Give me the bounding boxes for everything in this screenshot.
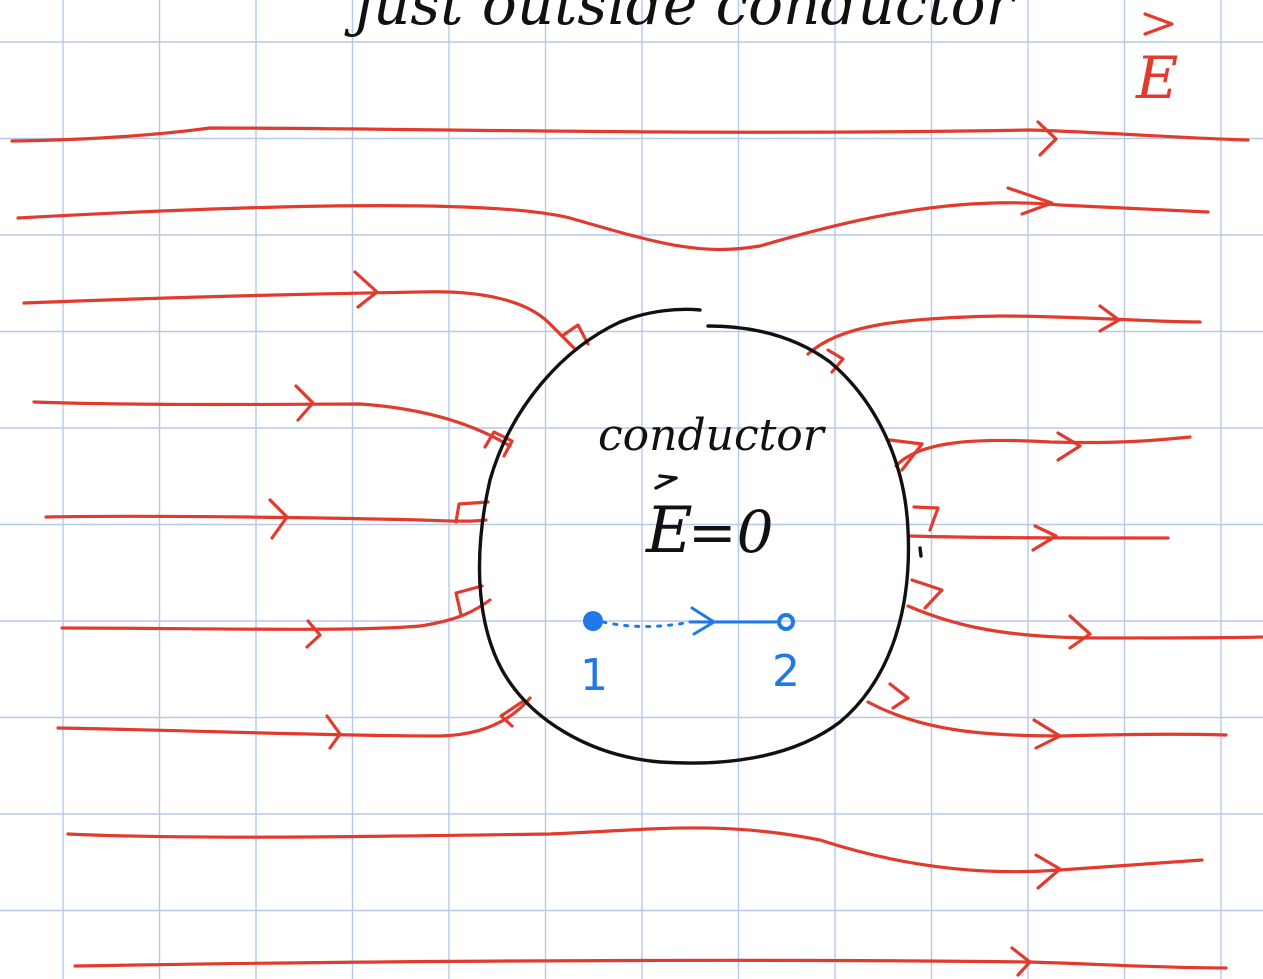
point-1-label: 1	[580, 650, 608, 701]
right-angle-mark	[454, 584, 484, 617]
field-line-4-right	[894, 435, 1192, 468]
right-angle-mark	[560, 323, 590, 346]
right-angle-mark	[888, 682, 910, 710]
heading: just outside conductor	[344, 0, 1017, 38]
right-angle-mark	[499, 700, 524, 728]
field-line-6-right	[906, 604, 1263, 640]
conductor-outline	[477, 307, 911, 765]
field-lines	[10, 120, 1263, 977]
field-line-1	[10, 126, 1250, 143]
field-inside-expression: E =0	[645, 474, 774, 568]
field-line-3-left	[22, 290, 576, 350]
path-1-to-2: 1 2	[580, 606, 800, 701]
field-line-7-right	[866, 700, 1228, 738]
right-angle-mark	[483, 430, 514, 458]
field-line-8	[66, 826, 1204, 874]
field-line-5-right	[908, 534, 1170, 540]
point-2	[777, 613, 795, 631]
right-angle-mark	[912, 505, 940, 532]
field-line-2	[16, 201, 1210, 252]
field-line-4-left	[32, 400, 512, 448]
field-line-3-right	[806, 314, 1202, 356]
field-vector-symbol: E	[1135, 12, 1178, 112]
point-1	[583, 611, 603, 631]
point-2-label: 2	[772, 646, 800, 697]
field-line-6-left	[60, 598, 492, 631]
right-angle-mark	[888, 438, 924, 472]
field-line-7-left	[56, 696, 532, 738]
conductor: conductor E =0	[477, 307, 923, 765]
svg-text:E: E	[1135, 44, 1178, 112]
svg-text:E: E	[645, 494, 693, 568]
right-angle-mark	[454, 500, 490, 524]
right-angle-mark	[910, 578, 944, 610]
conductor-label: conductor	[598, 410, 827, 461]
field-line-9	[73, 958, 1228, 970]
field-line-5-left	[44, 514, 488, 523]
svg-text:=0: =0	[688, 498, 774, 566]
